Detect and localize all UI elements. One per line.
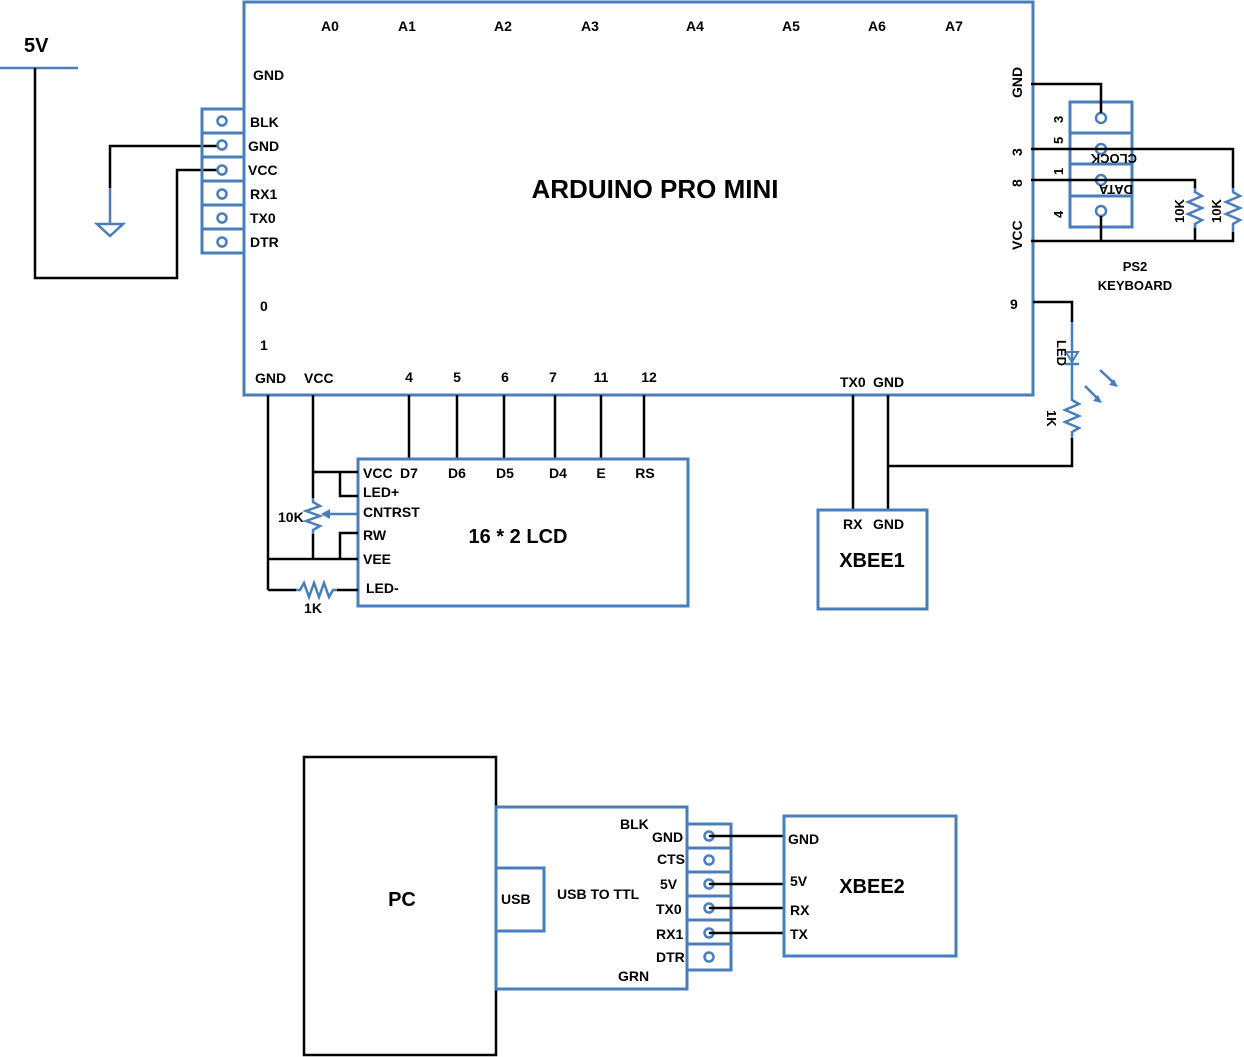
usb-label: USB — [501, 891, 531, 907]
ps2-pin-4: 4 — [1051, 210, 1066, 218]
lcd-pin-vee: VEE — [363, 551, 391, 567]
pin-6: 6 — [501, 369, 509, 385]
lcd-pin-d5: D5 — [496, 465, 514, 481]
lcd-led-resistor — [296, 579, 337, 601]
pin-a6: A6 — [868, 18, 886, 34]
usb-ttl-pin-cts: CTS — [657, 851, 685, 867]
pin-vcc-bottom: VCC — [304, 370, 334, 386]
pin-8: 8 — [1009, 179, 1025, 187]
ps2-label-line2: KEYBOARD — [1098, 278, 1172, 293]
pin-0: 0 — [260, 298, 268, 314]
pin-vcc-right: VCC — [1009, 220, 1025, 250]
xbee2-pin-rx: RX — [790, 902, 810, 918]
xbee1-pin-rx: RX — [843, 516, 863, 532]
lcd-resistor-label: 1K — [304, 600, 322, 616]
header-vcc: VCC — [248, 162, 278, 178]
pc-title: PC — [388, 889, 416, 911]
pin-gnd-bottom: GND — [255, 370, 286, 386]
usb-ttl-pin-rx1: RX1 — [656, 926, 683, 942]
potentiometer-wiper-icon — [321, 509, 330, 519]
pin-gnd-right: GND — [1009, 67, 1025, 98]
xbee2-module — [782, 814, 958, 958]
usb-ttl-grn: GRN — [618, 968, 649, 984]
pin-a5: A5 — [782, 18, 800, 34]
led-resistor — [1061, 395, 1083, 438]
pin-a3: A3 — [581, 18, 599, 34]
header-gnd: GND — [248, 138, 279, 154]
xbee2-pin-gnd: GND — [788, 831, 819, 847]
power-label: 5V — [24, 35, 49, 57]
pin-a0: A0 — [321, 18, 339, 34]
header-rx1: RX1 — [250, 186, 277, 202]
usb-ttl-pin-5v: 5V — [660, 876, 678, 892]
pin-gnd-top: GND — [253, 67, 284, 83]
ps2-pin-1: 1 — [1051, 168, 1066, 175]
pin-a1: A1 — [398, 18, 416, 34]
usb-ttl-pin-gnd: GND — [652, 829, 683, 845]
ps2-resistor-2 — [1222, 188, 1244, 232]
pin-1: 1 — [260, 337, 268, 353]
usb-ttl-title: USB TO TTL — [557, 886, 640, 902]
usb-ttl-header — [685, 822, 733, 972]
ground-symbol-icon — [93, 222, 127, 238]
xbee2-pin-tx: TX — [790, 926, 809, 942]
header-dtr: DTR — [250, 234, 279, 250]
pin-a7: A7 — [945, 18, 963, 34]
ps2-pin-5: 5 — [1051, 137, 1066, 144]
pin-gnd-bottom-right: GND — [873, 374, 904, 390]
pin-4: 4 — [405, 369, 413, 385]
ps2-resistor-1 — [1184, 188, 1206, 228]
lcd-pin-vcc: VCC — [363, 465, 393, 481]
pin-5: 5 — [453, 369, 461, 385]
lcd-pin-d4: D4 — [549, 465, 567, 481]
lcd-pin-led-minus: LED- — [366, 580, 399, 596]
xbee1-module — [816, 508, 929, 611]
ps2-label-line1: PS2 — [1123, 259, 1148, 274]
wire-gnd-to-ground — [108, 144, 222, 188]
led-resistor-label: 1K — [1044, 410, 1059, 427]
lcd-title: 16 * 2 LCD — [469, 526, 568, 548]
lcd-pin-d7: D7 — [400, 465, 418, 481]
lcd-pin-d6: D6 — [448, 465, 466, 481]
usb-port — [494, 866, 546, 933]
pin-7: 7 — [549, 369, 557, 385]
ps2-resistor-2-label: 10K — [1209, 199, 1224, 223]
pin-tx0-bottom: TX0 — [840, 374, 866, 390]
pin-9: 9 — [1010, 296, 1018, 312]
usb-ttl-pin-tx0: TX0 — [656, 901, 682, 917]
header-blk: BLK — [250, 114, 279, 130]
arduino-title: ARDUINO PRO MINI — [532, 174, 779, 204]
xbee2-pin-5v: 5V — [790, 873, 808, 889]
usb-ttl-pin-dtr: DTR — [656, 949, 685, 965]
ps2-clock-label: CLOCK — [1090, 151, 1137, 166]
led-diode-icon — [1064, 351, 1080, 364]
contrast-potentiometer — [302, 498, 324, 534]
ps2-pin-3: 3 — [1051, 116, 1066, 123]
lcd-pin-rw: RW — [363, 527, 387, 543]
ps2-data-label: DATA — [1098, 182, 1133, 197]
wire-5v-to-vcc — [33, 68, 222, 280]
pin-11: 11 — [594, 369, 609, 385]
ps2-resistor-1-label: 10K — [1172, 199, 1187, 223]
lcd-pin-contrast: CNTRST — [363, 504, 420, 520]
led-label: LED — [1054, 340, 1069, 366]
header-tx0: TX0 — [250, 210, 276, 226]
pin-a2: A2 — [494, 18, 512, 34]
lcd-pin-rs: RS — [635, 465, 654, 481]
usb-ttl-blk: BLK — [620, 816, 649, 832]
xbee1-pin-gnd: GND — [873, 516, 904, 532]
xbee2-title: XBEE2 — [839, 876, 905, 898]
programming-header — [200, 107, 246, 255]
pin-a4: A4 — [686, 18, 704, 34]
lcd-pin-e: E — [596, 465, 605, 481]
lcd-pin-led-plus: LED+ — [363, 484, 399, 500]
xbee1-title: XBEE1 — [839, 550, 905, 572]
pin-12: 12 — [641, 369, 657, 385]
pin-3: 3 — [1009, 148, 1025, 156]
lcd-pot-label: 10K — [278, 509, 304, 525]
